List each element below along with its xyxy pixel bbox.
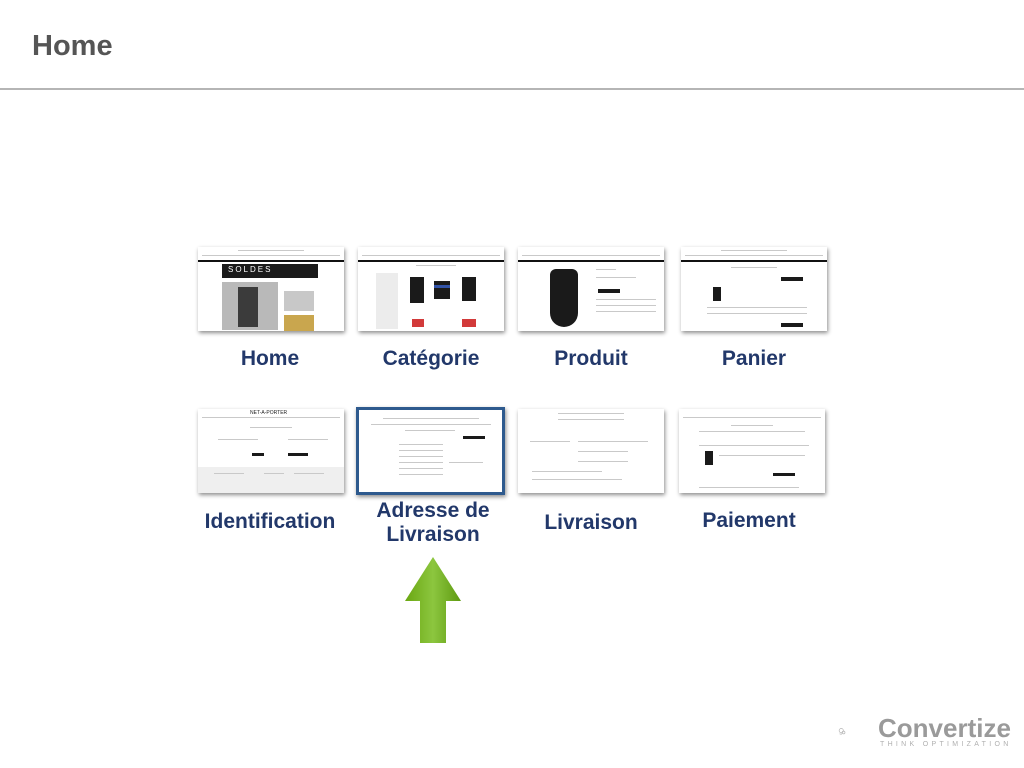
thumbnail-livraison[interactable] [518, 409, 664, 493]
page-title: Home [32, 30, 113, 62]
thumbnail-identification[interactable]: NET-A-PORTER [198, 409, 344, 493]
step-label-produit: Produit [554, 347, 628, 370]
thumbnail-home[interactable]: SOLDES [198, 247, 344, 331]
step-label-livraison: Livraison [544, 511, 638, 534]
up-arrow-icon [405, 557, 461, 643]
thumbnail-produit[interactable] [518, 247, 664, 331]
step-label-home: Home [240, 347, 300, 370]
soldes-banner-text: SOLDES [228, 265, 273, 274]
step-label-adresse-line1: Adresse de [376, 499, 490, 522]
convertize-logo-icon [838, 728, 846, 736]
thumbnail-panier[interactable] [681, 247, 827, 331]
brand-text: NET-A-PORTER [250, 410, 288, 416]
step-label-paiement: Paiement [702, 509, 796, 532]
step-label-adresse-livraison: Adresse de Livraison [348, 499, 518, 547]
step-label-panier: Panier [721, 347, 787, 370]
header-divider [0, 88, 1024, 90]
thumbnail-paiement[interactable] [679, 409, 825, 493]
logo-name: Convertize [878, 713, 1011, 743]
thumbnail-categorie[interactable] [358, 247, 504, 331]
step-label-adresse-line2: Livraison [386, 523, 480, 546]
step-label-categorie: Catégorie [382, 347, 480, 370]
thumbnail-adresse-livraison[interactable] [356, 407, 505, 495]
logo-tagline: THINK OPTIMIZATION [880, 741, 1012, 748]
step-label-identification: Identification [204, 510, 336, 533]
